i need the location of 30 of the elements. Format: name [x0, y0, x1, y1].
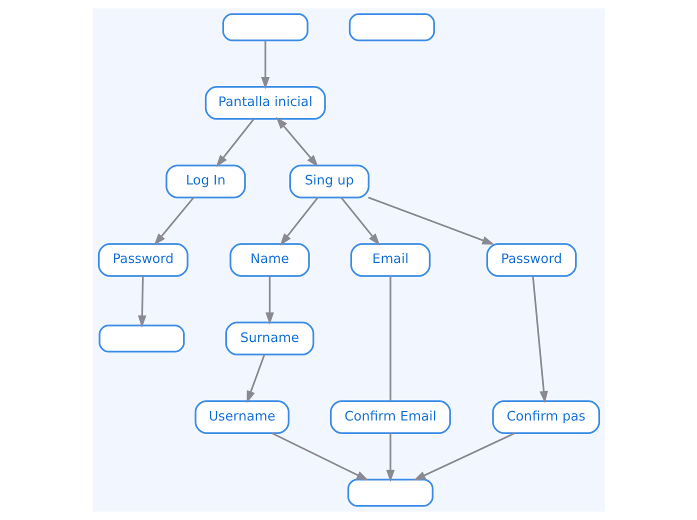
arrow: [260, 40, 270, 90]
arrow: [368, 196, 494, 245]
arrow: [137, 276, 146, 328]
node-box: Confirm Email: [329, 400, 450, 434]
arrow: [271, 432, 368, 481]
arrow: [412, 432, 514, 481]
arrow: [264, 276, 274, 325]
node-box: Email: [350, 243, 430, 277]
arrow: [279, 196, 318, 246]
connector: [389, 276, 391, 401]
node-box: Password: [97, 243, 188, 277]
arrow: [532, 276, 548, 404]
node-box: Name: [229, 243, 310, 277]
arrow: [340, 196, 380, 246]
node-box: Username: [194, 400, 289, 434]
arrow: [276, 116, 318, 167]
node-box: [98, 324, 184, 352]
node-box: [348, 13, 434, 42]
arrow: [153, 196, 194, 246]
node-box: [346, 478, 433, 507]
node-box: Surname: [224, 322, 314, 356]
node-box: [222, 13, 308, 42]
node-box: Log In: [165, 164, 246, 198]
arrow: [386, 433, 394, 482]
arrow: [215, 118, 254, 168]
node-box: Confirm pas: [492, 400, 600, 434]
node-box: Pantalla inicial: [204, 86, 326, 120]
node-box: Password: [486, 243, 576, 277]
arrow: [246, 354, 265, 404]
node-box: Sing up: [288, 164, 369, 198]
